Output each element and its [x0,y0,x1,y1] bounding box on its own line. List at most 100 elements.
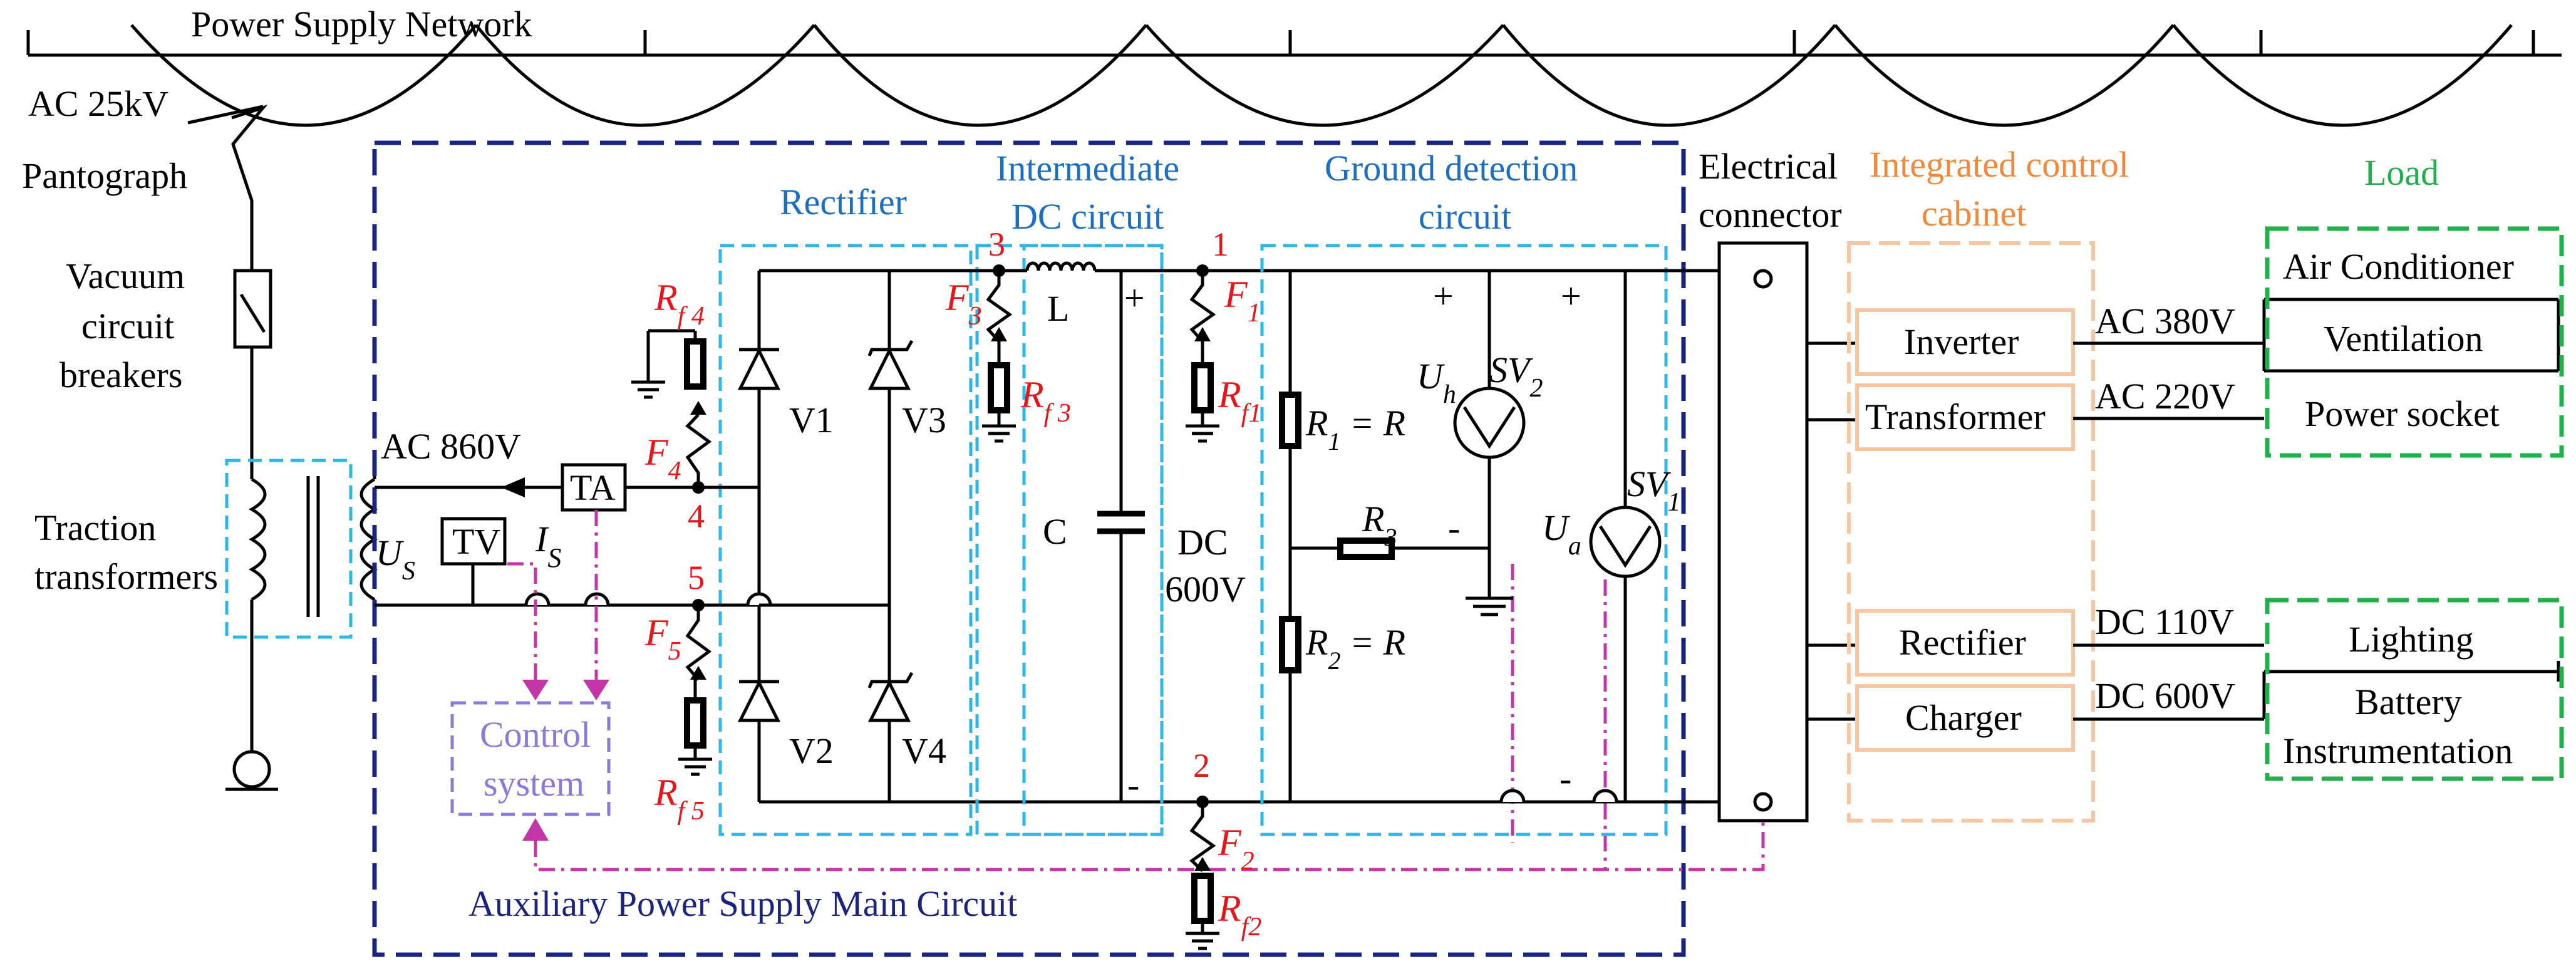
ventilation-label: Ventilation [2324,318,2483,359]
cabinet-label-1: Integrated control [1870,144,2129,185]
rf3-label: Rf 3 [1020,374,1071,428]
rf4-label: Rf 4 [654,277,705,331]
rf5-label: Rf 5 [654,772,705,826]
rectifier-box [1855,609,2075,677]
uh-label: Uh [1417,356,1456,409]
inductor-label: L [1047,288,1069,329]
main-circuit-frame [372,140,1686,957]
resistor-r2 [1279,616,1301,673]
ac220-label: AC 220V [2095,376,2235,417]
is-label: IS [535,519,561,573]
node-3-label: 3 [988,226,1005,263]
minus-r3: - [1448,507,1460,548]
ac860-label: AC 860V [381,426,521,467]
main-circuit-label: Auxiliary Power Supply Main Circuit [468,883,1017,924]
f3-label: F3 [945,277,982,331]
connector-label-1: Electrical [1699,146,1838,187]
ground-label-1: Ground detection [1325,148,1578,189]
thyristor-v3 [867,347,911,390]
ac380-label: AC 380V [2095,301,2235,341]
vcb-label-1: Vacuum [66,256,185,296]
control-system: Control system [450,510,1765,871]
thyristor-v4 [867,679,911,722]
cabinet-label-2: cabinet [1922,193,2026,234]
ta-box [561,463,627,512]
control-system-box [450,701,611,816]
vacuum-circuit-breaker [233,269,272,349]
v4-label: V4 [902,730,946,771]
output-lines: AC 380V AC 220V DC 110V DC 600V [2073,298,2560,721]
intermediate-label-2: DC circuit [1011,196,1164,237]
rf1-label: Rf1 [1218,374,1261,428]
fault-branch-f4: Rf 4 F4 4 [631,277,712,535]
rectifier-section-label: Rectifier [780,182,907,222]
minus-sv1: - [1560,758,1571,799]
load-title: Load [2364,152,2439,193]
plus-dc: + [1124,278,1145,318]
node-1-label: 1 [1212,226,1229,263]
node-5-label: 5 [688,559,705,596]
vcb-label-3: breakers [59,355,182,395]
node-2-label: 2 [1193,747,1210,784]
transformer-box [1855,383,2075,451]
dc600-label-2: 600V [1165,569,1246,610]
diode-v2 [737,679,781,722]
traction-label-1: Traction [34,507,156,548]
connector-box [1717,241,1809,823]
fault-branch-f5: Rf 5 F5 5 [644,559,712,826]
r2-label: R2 = R [1305,622,1405,675]
dc600-label-1: DC [1177,522,1228,563]
pantograph-branch: Pantograph Vacuum circuit breakers Tract… [22,105,378,791]
vcb-label-2: circuit [81,306,174,346]
f2-label: F2 [1218,822,1254,876]
electrical-connector: Electrical connector [1660,146,1857,823]
v2-label: V2 [789,730,834,771]
ac-load-box [2265,226,2564,458]
integrated-control-cabinet: Integrated control cabinet Inverter Tran… [1847,144,2129,823]
ground-label-2: circuit [1419,196,1511,237]
v3-label: V3 [902,400,946,440]
ac25kv-label: AC 25kV [28,83,168,124]
charger-label: Charger [1905,697,2022,738]
power-supply-network: Power Supply Network AC 25kV [26,4,2562,127]
plus-sv2: + [1433,276,1454,316]
charger-box [1855,684,2075,752]
power-socket-label: Power socket [2305,393,2500,434]
r1-label: R1 = R [1305,403,1405,455]
ta-label: TA [570,467,616,508]
fault-branch-f2: 2 F2 Rf2 [1186,747,1660,950]
us-label: US [376,532,415,586]
traction-transformer-box [225,459,353,639]
inverter-box [1855,308,2075,376]
f4-label: F4 [644,432,681,486]
ground-wheel-icon [232,750,271,789]
control-label-1: Control [480,714,591,755]
connector-label-2: connector [1699,194,1842,235]
rf2-label: Rf2 [1218,888,1261,942]
intermediate-dc-circuit: Intermediate DC circuit L C + - DC 600V … [945,148,1660,836]
cabinet-frame [1847,241,2095,823]
v1-label: V1 [789,400,834,440]
rectifier-bridge: Rectifier V1 V2 V3 V4 [698,182,1203,836]
dc110-label: DC 110V [2095,601,2234,642]
resistor-r1 [1279,392,1301,449]
load-section: Load Air Conditioner Ventilation Power s… [2265,152,2564,781]
dc-load-box [2265,598,2564,781]
battery-label: Battery [2355,682,2462,722]
sv1-label: SV1 [1627,464,1680,517]
transformer-label: Transformer [1865,397,2046,437]
node-4-label: 4 [688,497,705,535]
intermediate-label-1: Intermediate [996,148,1179,189]
tv-box [440,517,507,566]
control-label-2: system [484,763,584,804]
f5-label: F5 [644,612,681,666]
tv-label: TV [452,521,500,562]
minus-dc: - [1127,764,1139,805]
fault-branch-f1: 1 F1 Rf1 [1186,226,1261,443]
f1-label: F1 [1224,274,1261,328]
instrumentation-label: Instrumentation [2283,730,2513,771]
ground-detection-circuit: Ground detection circuit R1 = R R2 = R R… [1260,148,1680,836]
diode-v1 [737,347,781,390]
rectifier-box-label: Rectifier [1899,622,2026,663]
